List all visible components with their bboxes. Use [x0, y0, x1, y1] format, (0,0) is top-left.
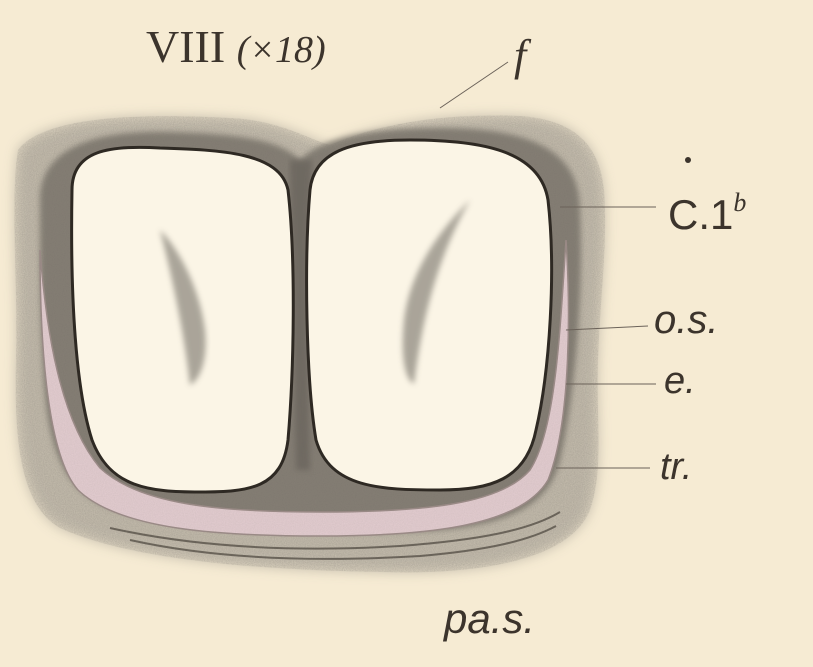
label-f: f	[514, 34, 526, 78]
left-lobe	[72, 147, 294, 492]
figure-number: VIII	[146, 21, 225, 72]
label-pas: pa.s.	[444, 598, 535, 640]
label-c1-superscript: b	[733, 188, 746, 217]
right-lobe	[307, 140, 552, 490]
magnification-label: (×18)	[237, 29, 326, 71]
label-os: o.s.	[654, 300, 718, 340]
label-c1b: C.1b	[668, 190, 746, 236]
label-e: e.	[664, 362, 696, 400]
label-c1: C.1	[668, 191, 733, 238]
marker-dot	[685, 157, 691, 163]
figure-title: VIII (×18)	[146, 24, 326, 70]
label-tr: tr.	[660, 448, 692, 486]
